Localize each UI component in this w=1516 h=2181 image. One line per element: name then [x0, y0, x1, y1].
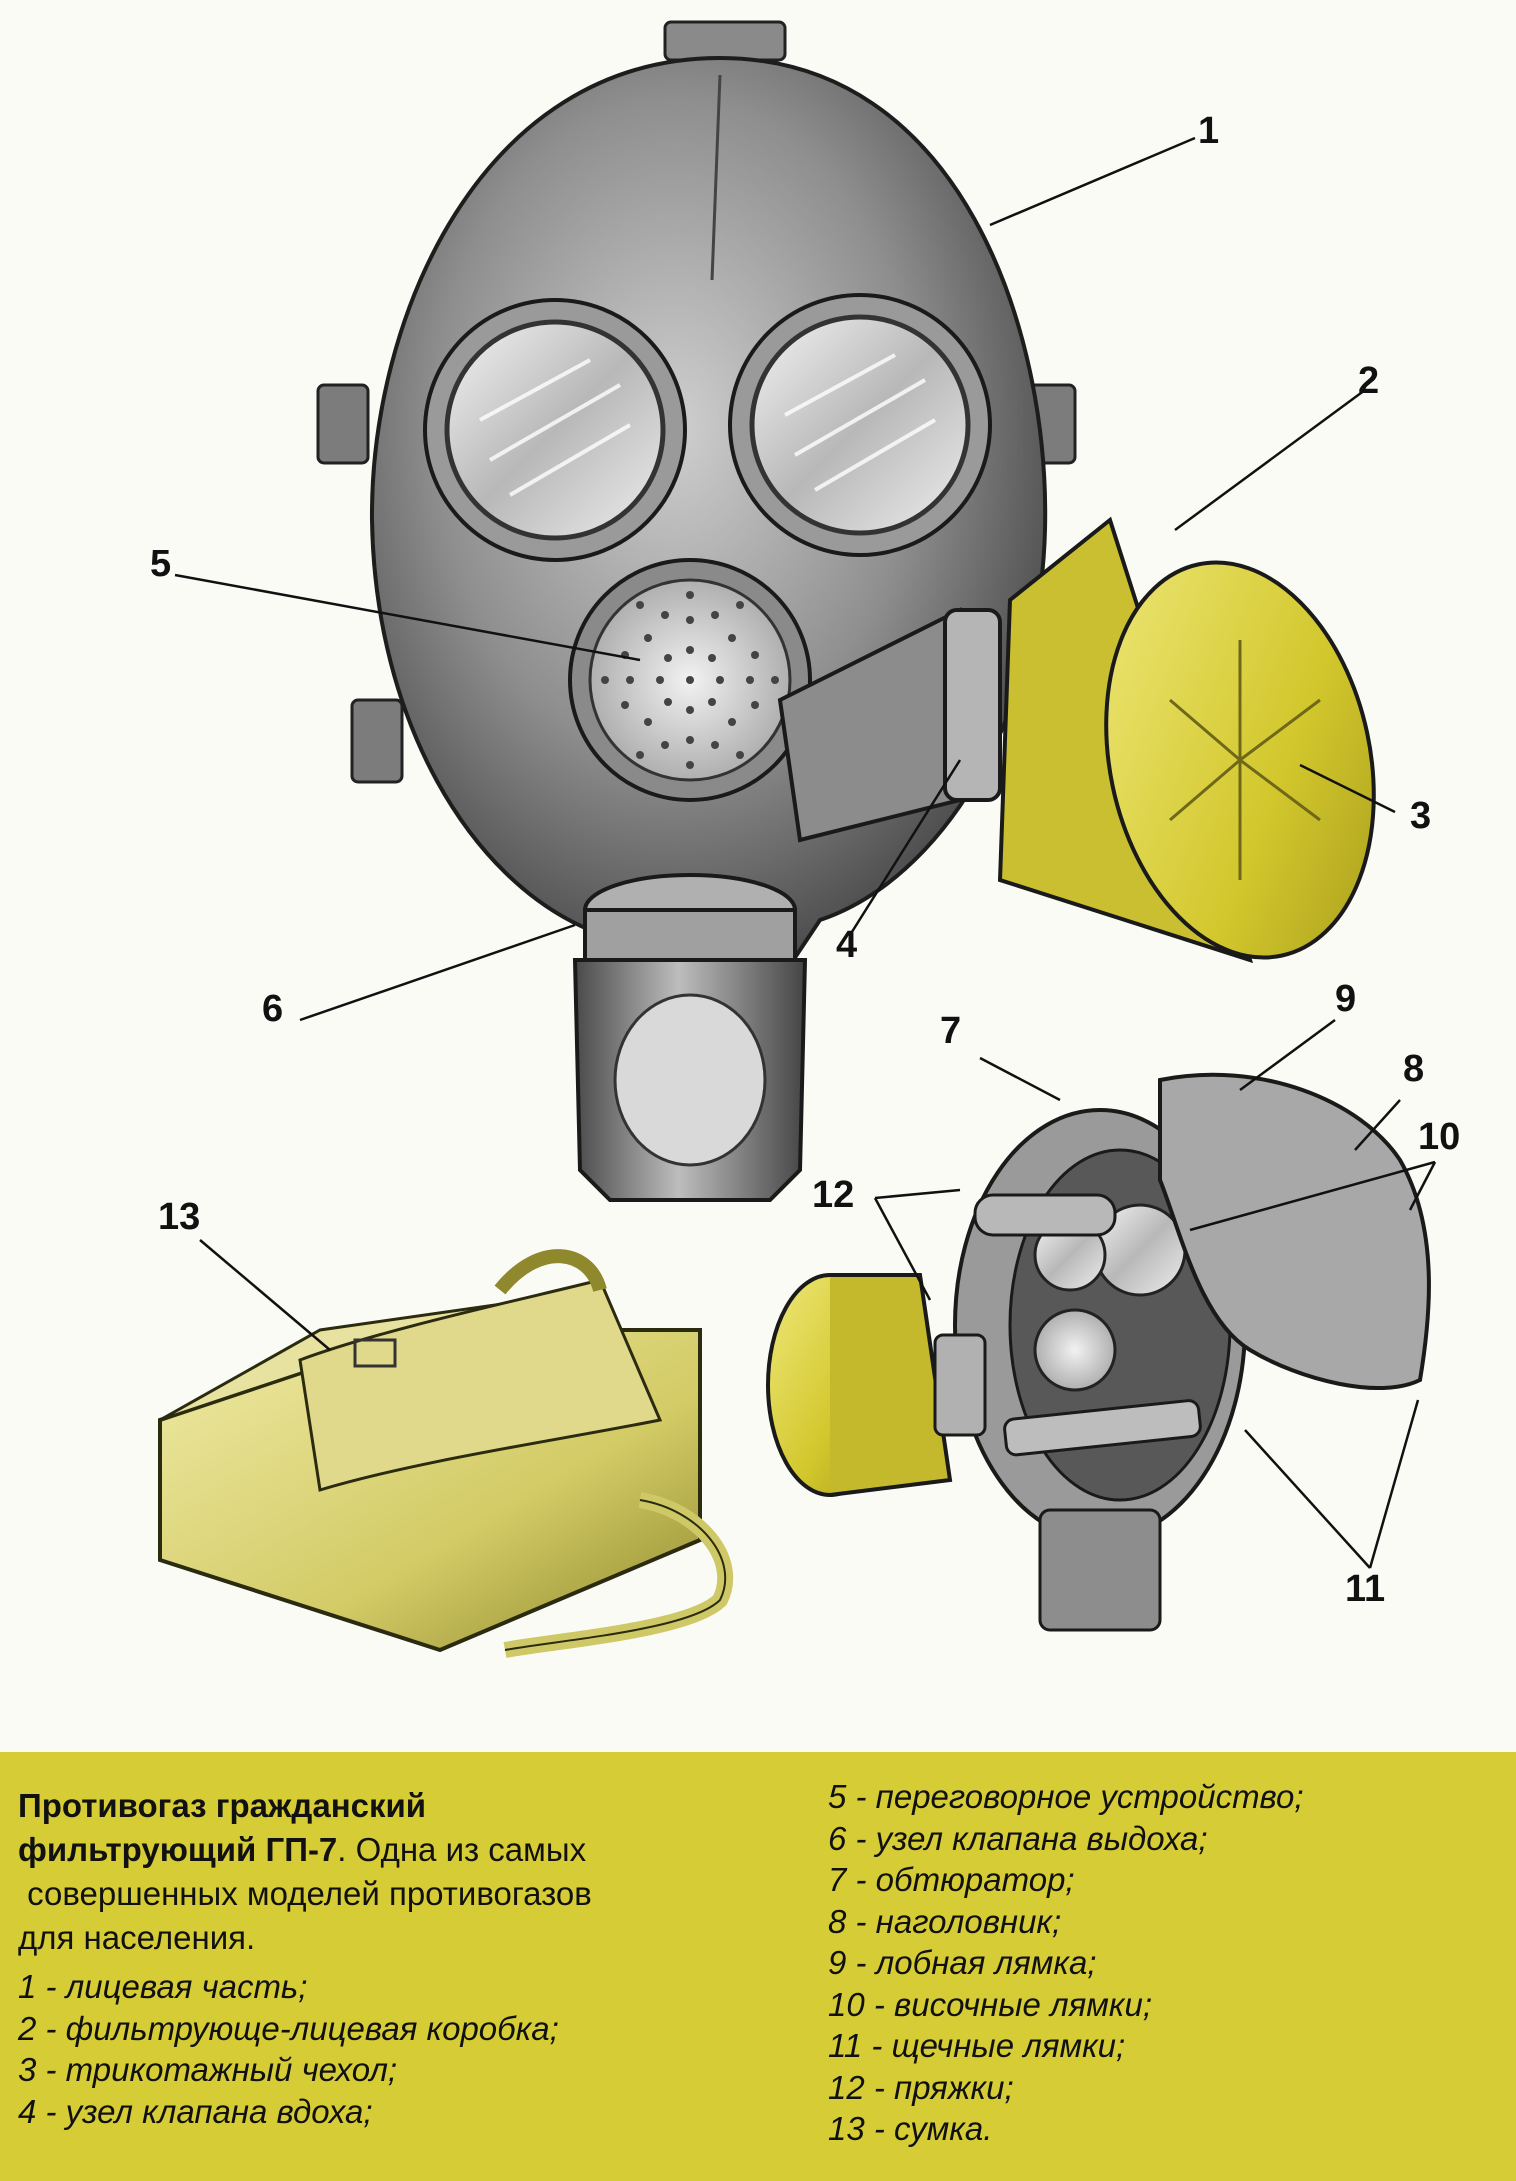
- bag: [158, 1249, 734, 1658]
- callout-11: 11: [1345, 1568, 1386, 1610]
- callout-3: 3: [1410, 795, 1432, 837]
- caption-right-column: 5 - переговорное устройство; 6 - узел кл…: [828, 1776, 1508, 2150]
- callout-5: 5: [150, 543, 172, 585]
- callout-10: 10: [1418, 1116, 1461, 1158]
- rear-mask: [766, 1072, 1431, 1632]
- caption-desc-line-2: для населения.: [18, 1919, 256, 1956]
- callout-9: 9: [1335, 978, 1357, 1020]
- list-item: 13 - сумка.: [828, 2110, 993, 2147]
- callout-1: 1: [1198, 110, 1220, 152]
- list-item: 8 - наголовник;: [828, 1902, 1062, 1940]
- callout-7: 7: [940, 1010, 962, 1052]
- filter-canister: [997, 516, 1376, 964]
- list-item: 11 - щечные лямки;: [828, 2027, 1126, 2064]
- caption-title-bold-2: фильтрующий ГП-7: [18, 1831, 338, 1868]
- caption-title-line-1: Противогаз гражданский: [18, 1784, 798, 1828]
- caption-panel: Противогаз гражданский фильтрующий ГП-7.…: [0, 1752, 1516, 2181]
- list-item: 1 - лицевая часть;: [18, 1968, 308, 2005]
- callout-13: 13: [158, 1196, 201, 1238]
- list-item: 7 - обтюратор;: [828, 1861, 1075, 1898]
- callout-12: 12: [812, 1174, 855, 1216]
- list-item: 4 - узел клапана вдоха;: [18, 2092, 373, 2130]
- caption-desc-line-1: совершенных моделей противогазов: [18, 1875, 592, 1912]
- front-mask: [316, 20, 1077, 1202]
- list-item: 12 - пряжки;: [828, 2068, 1014, 2106]
- caption-items-left: 1 - лицевая часть; 2 - фильтрующе-лицева…: [18, 1966, 798, 2132]
- callout-4: 4: [836, 924, 858, 966]
- list-item: 5 - переговорное устройство;: [828, 1778, 1304, 1815]
- caption-title-bold-1: Противогаз гражданский: [18, 1787, 427, 1824]
- list-item: 9 - лобная лямка;: [828, 1944, 1097, 1981]
- list-item: 2 - фильтрующе-лицевая коробка;: [18, 2009, 559, 2047]
- list-item: 3 - трикотажный чехол;: [18, 2051, 398, 2088]
- caption-title-rest: . Одна из самых: [337, 1831, 587, 1868]
- illustration-area: 1 2 3 4 5 6 7 8 9 10 11 12 13: [150, 20, 1461, 1658]
- caption-title-line-2: фильтрующий ГП-7. Одна из самых: [18, 1828, 798, 1872]
- leader-lines: [174, 136, 1437, 1569]
- caption-left-column: Противогаз гражданский фильтрующий ГП-7.…: [18, 1784, 798, 2132]
- callout-6: 6: [262, 988, 284, 1030]
- list-item: 10 - височные лямки;: [828, 1985, 1152, 2023]
- gas-mask-illustration: [158, 20, 1437, 1658]
- callout-8: 8: [1403, 1048, 1425, 1090]
- list-item: 6 - узел клапана выдоха;: [828, 1819, 1208, 1857]
- callout-2: 2: [1358, 360, 1380, 402]
